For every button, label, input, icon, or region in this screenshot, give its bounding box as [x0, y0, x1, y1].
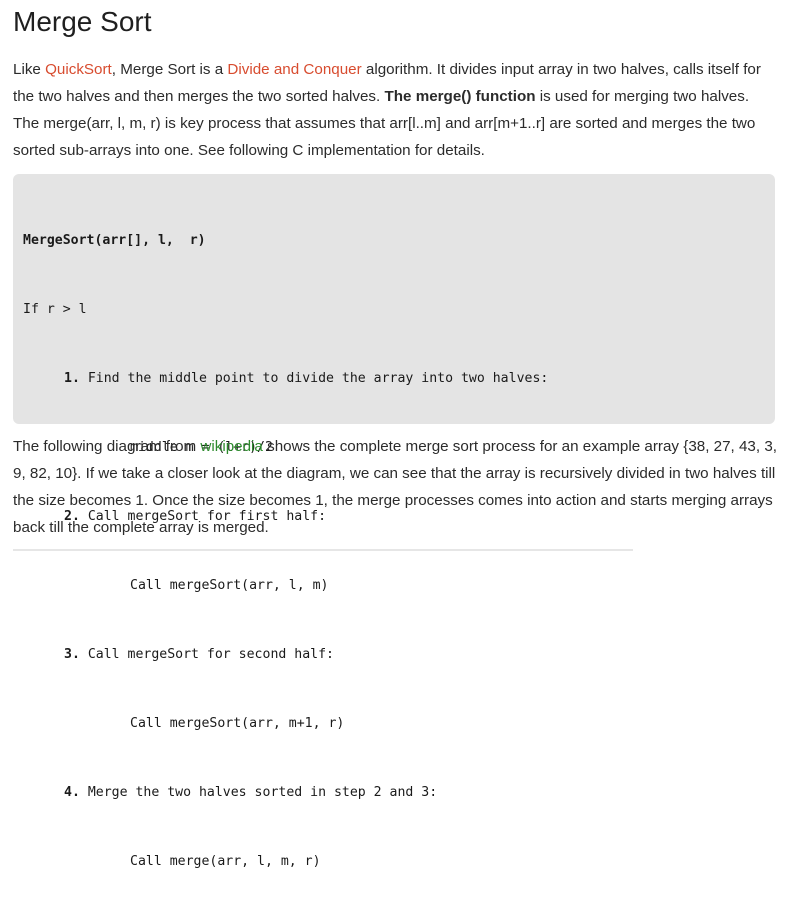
merge-function-bold: The merge() function [384, 88, 536, 105]
step-text: Call mergeSort for first half: [79, 509, 327, 524]
divide-and-conquer-link[interactable]: Divide and Conquer [227, 61, 362, 78]
code-block: MergeSort(arr[], l, r) If r > l 1. Find … [13, 174, 775, 869]
step-text: Find the middle point to divide the arra… [79, 371, 549, 386]
pseudocode: MergeSort(arr[], l, r) If r > l 1. Find … [23, 183, 548, 919]
intro-text-4: is used for merging two halves. The merg… [13, 88, 756, 159]
code-header-line: MergeSort(arr[], l, r) [23, 229, 548, 252]
code-step-4: 4. Merge the two halves sorted in step 2… [23, 781, 548, 804]
intro-text-2: , Merge Sort is a [111, 61, 228, 78]
quicksort-link[interactable]: QuickSort [45, 61, 112, 78]
page-title: Merge Sort [13, 6, 152, 37]
wikipedia-link[interactable]: wikipedia [200, 438, 263, 455]
outro-text-1: The following diagram from [13, 438, 201, 455]
intro-text-3: algorithm. It divides input array in two… [13, 61, 761, 105]
code-step-3: 3. Call mergeSort for second half: [23, 643, 548, 666]
step-number: 3. [64, 647, 80, 662]
divider [13, 549, 633, 551]
step-text: Call mergeSort for second half: [79, 647, 334, 662]
intro-paragraph: Like QuickSort, Merge Sort is a Divide a… [13, 56, 779, 164]
code-step-2: 2. Call mergeSort for first half: [23, 505, 548, 528]
outro-paragraph: The following diagram from wikipedia sho… [13, 433, 779, 541]
intro-text-1: Like [13, 61, 46, 78]
step-number: 2. [64, 509, 80, 524]
code-step-4-detail: Call merge(arr, l, m, r) [130, 854, 321, 869]
step-number: 4. [64, 785, 80, 800]
code-step-1-detail: middle m = (l+r)/2 [130, 440, 273, 455]
code-step-3-detail: Call mergeSort(arr, m+1, r) [130, 716, 345, 731]
outro-text-2: shows the complete merge sort process fo… [13, 438, 777, 536]
step-text: Merge the two halves sorted in step 2 an… [79, 785, 438, 800]
code-header: MergeSort(arr[], l, r) [23, 233, 206, 248]
code-step-2-detail: Call mergeSort(arr, l, m) [130, 578, 329, 593]
code-step-1: 1. Find the middle point to divide the a… [23, 367, 548, 390]
article: Merge Sort Like QuickSort, Merge Sort is… [13, 6, 779, 869]
code-if-line: If r > l [23, 302, 87, 317]
step-number: 1. [64, 371, 80, 386]
